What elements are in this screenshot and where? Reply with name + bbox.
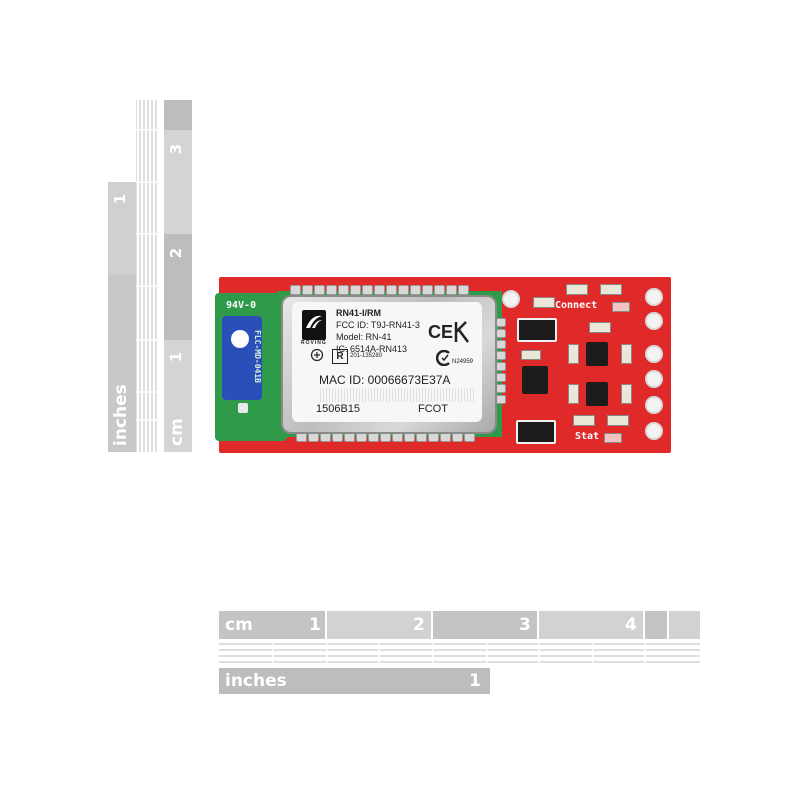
hr-inch-unit-label: inches bbox=[225, 671, 287, 691]
r-mark-icon: R bbox=[332, 349, 348, 364]
hr-cm-seg bbox=[433, 611, 537, 639]
vertical-ruler-cm-band bbox=[164, 100, 192, 452]
transistor bbox=[586, 342, 608, 366]
vr-cm-number-1: 1 bbox=[167, 351, 186, 363]
smd-resistor bbox=[566, 284, 588, 295]
stat-led bbox=[604, 433, 622, 443]
connect-led bbox=[612, 302, 630, 312]
roving-logo-icon bbox=[302, 310, 326, 340]
roving-brand-text: ROVING bbox=[301, 340, 327, 346]
stat-silkscreen: Stat bbox=[575, 431, 600, 442]
header-pin-hole bbox=[645, 370, 663, 388]
smd-resistor bbox=[600, 284, 622, 295]
hr-inch-number-1: 1 bbox=[469, 671, 481, 691]
hr-cm-number-3: 3 bbox=[519, 615, 531, 635]
board-rating-silkscreen: 94V-0 bbox=[226, 300, 257, 311]
vertical-ruler-ticks bbox=[136, 100, 160, 452]
module-fcc-id: FCC ID: T9J-RN41-3 bbox=[336, 320, 420, 330]
hr-cm-seg bbox=[669, 611, 700, 639]
smd-capacitor bbox=[568, 384, 579, 404]
hr-cm-number-2: 2 bbox=[413, 615, 425, 635]
hr-cm-seg bbox=[539, 611, 643, 639]
smd-resistor bbox=[533, 297, 555, 308]
vr-in-seg bbox=[108, 182, 136, 274]
vr-cm-seg bbox=[164, 234, 192, 340]
module-ic: IC: 6514A-RN413 bbox=[336, 344, 408, 354]
smd-capacitor bbox=[621, 384, 632, 404]
hr-cm-number-1: 1 bbox=[309, 615, 321, 635]
module-label-sticker: ROVING RN41-I/RM FCC ID: T9J-RN41-3 Mode… bbox=[292, 302, 482, 422]
vr-cm-seg bbox=[164, 100, 192, 130]
header-pin-hole bbox=[645, 312, 663, 330]
chip bbox=[516, 420, 556, 444]
horizontal-ruler-cm-band: cm 1 2 3 4 bbox=[219, 611, 700, 639]
hr-cm-seg bbox=[219, 611, 325, 639]
hr-cm-number-4: 4 bbox=[625, 615, 637, 635]
kc-mark-icon bbox=[454, 320, 470, 344]
telec-mark-icon bbox=[310, 348, 324, 362]
mounting-hole bbox=[502, 290, 520, 308]
antenna-pad bbox=[238, 403, 248, 413]
vr-inch-unit-label: inches bbox=[111, 384, 131, 446]
cert-number: 201-135280 bbox=[350, 353, 383, 359]
antenna-code-silkscreen: FLC-MD-041B bbox=[253, 330, 262, 383]
vr-cm-seg bbox=[164, 130, 192, 234]
connect-silkscreen: Connect bbox=[555, 300, 598, 311]
c-tick-code: N24959 bbox=[452, 359, 474, 365]
mac-id: MAC ID: 00066673E37A bbox=[319, 373, 451, 387]
fcot-text: FCOT bbox=[418, 403, 448, 415]
header-pin-hole bbox=[645, 422, 663, 440]
chip bbox=[517, 318, 557, 342]
vr-cm-seg bbox=[164, 340, 192, 452]
horizontal-ruler-inch-band: inches 1 bbox=[219, 668, 490, 694]
barcode-area bbox=[320, 388, 474, 402]
vr-inch-number-1: 1 bbox=[111, 193, 130, 205]
lot-code: 1506B15 bbox=[316, 403, 361, 415]
vr-cm-number-3: 3 bbox=[167, 143, 186, 155]
module-model-line: RN41-I/RM bbox=[336, 308, 382, 318]
hr-cm-unit-label: cm bbox=[225, 615, 253, 635]
c-tick-icon bbox=[435, 349, 452, 367]
vr-cm-unit-label: cm bbox=[167, 418, 187, 446]
ic-chip bbox=[522, 366, 548, 394]
smd-capacitor bbox=[568, 344, 579, 364]
vertical-ruler-inch-band bbox=[108, 182, 136, 452]
smd-resistor bbox=[607, 415, 629, 426]
smd-resistor bbox=[521, 350, 541, 360]
vr-cm-number-2: 2 bbox=[167, 247, 186, 259]
module-model: Model: RN-41 bbox=[336, 332, 392, 342]
ce-mark: CE bbox=[428, 322, 454, 342]
smd-capacitor bbox=[621, 344, 632, 364]
header-pin-hole bbox=[645, 345, 663, 363]
transistor bbox=[586, 382, 608, 406]
hr-cm-seg bbox=[327, 611, 431, 639]
hr-cm-seg bbox=[645, 611, 667, 639]
header-pin-hole bbox=[645, 396, 663, 414]
horizontal-ruler-ticks bbox=[219, 642, 700, 668]
smd-resistor bbox=[573, 415, 595, 426]
header-pin-hole bbox=[645, 288, 663, 306]
component-dot bbox=[231, 330, 249, 348]
smd-resistor bbox=[589, 322, 611, 333]
